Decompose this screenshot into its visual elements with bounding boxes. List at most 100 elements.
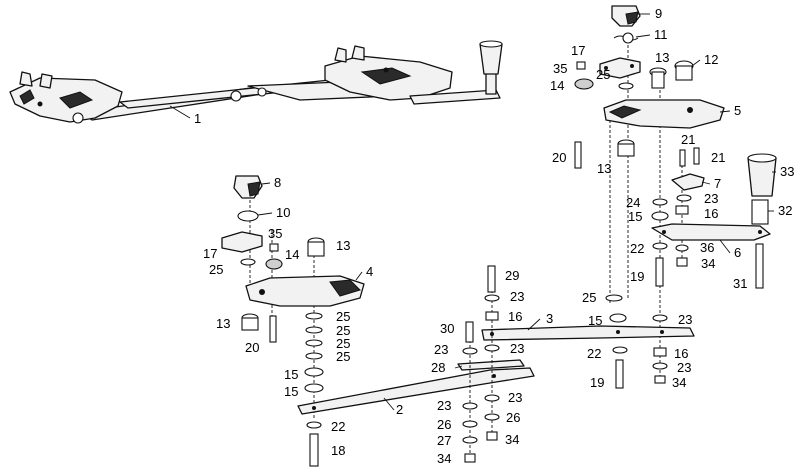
- part-13-bushing-left-lower: [241, 317, 259, 331]
- assembled-bolt-c: [72, 112, 84, 124]
- callout-11: 11: [654, 27, 668, 42]
- callout-23g: 23: [508, 390, 522, 405]
- part-12-cap-body: [675, 65, 693, 81]
- part-23-washer-c5: [462, 402, 478, 410]
- part-33-knob-top: [747, 153, 777, 163]
- part-3-hole-c: [660, 330, 664, 334]
- part-23-washer-c4: [484, 394, 500, 402]
- part-26-washer-c2: [462, 420, 478, 428]
- leader-7: [701, 181, 711, 185]
- part-15-washer-l1: [304, 367, 324, 377]
- callout-12: 12: [704, 52, 718, 67]
- callout-22b: 22: [587, 346, 601, 361]
- leader-6: [719, 239, 731, 254]
- part-5-hole: [687, 107, 693, 113]
- part-35-nut-left: [269, 243, 279, 252]
- part-36-washer: [675, 244, 689, 252]
- part-16-bushing-r2: [653, 347, 667, 357]
- callout-35b: 35: [268, 226, 282, 241]
- callout-19b: 19: [590, 375, 604, 390]
- part-2-hole-b: [492, 374, 496, 378]
- part-28-link: [457, 359, 525, 371]
- part-5-bracket-shade: [608, 105, 642, 119]
- leader-12: [691, 59, 701, 67]
- part-19-bolt-r1: [655, 257, 664, 287]
- leader-3: [527, 318, 541, 331]
- callout-21a: 21: [681, 132, 695, 147]
- callout-5: 5: [734, 103, 741, 118]
- callout-23c: 23: [677, 360, 691, 375]
- callout-24: 24: [626, 195, 640, 210]
- callout-15b: 15: [588, 313, 602, 328]
- assembled-left-bracket-hub: [59, 91, 94, 109]
- assembled-bolt-b: [257, 87, 267, 97]
- callout-23h: 23: [437, 398, 451, 413]
- callout-23d: 23: [510, 289, 524, 304]
- callout-36: 36: [700, 240, 714, 255]
- callout-23b: 23: [678, 312, 692, 327]
- callout-34d: 34: [437, 451, 451, 466]
- callout-34a: 34: [701, 256, 715, 271]
- part-3-hole-b: [616, 330, 620, 334]
- leader-2: [383, 397, 395, 411]
- part-4-bracket-shade: [329, 279, 361, 297]
- callout-16c: 16: [674, 346, 688, 361]
- callout-2: 2: [396, 402, 403, 417]
- callout-23e: 23: [510, 341, 524, 356]
- part-3-hole-a: [490, 332, 494, 336]
- part-35-nut-right: [576, 61, 586, 70]
- part-13-bushing-body: [651, 71, 665, 89]
- callout-25c: 25: [336, 309, 350, 324]
- part-20-pin-right: [574, 141, 582, 169]
- callout-7: 7: [714, 176, 721, 191]
- part-25-washer-l5: [305, 352, 323, 360]
- callout-16b: 16: [508, 309, 522, 324]
- part-33-knob: [747, 157, 777, 197]
- part-16-bushing-c: [485, 311, 499, 321]
- callout-32: 32: [778, 203, 792, 218]
- callout-8: 8: [274, 175, 281, 190]
- part-2-bar: [297, 367, 535, 415]
- callout-13a: 13: [655, 50, 669, 65]
- callout-25a: 25: [596, 67, 610, 82]
- leader-11: [635, 34, 651, 38]
- part-22-washer-l: [306, 421, 322, 429]
- callout-16a: 16: [704, 206, 718, 221]
- leader-1: [169, 105, 191, 119]
- assembled-lever-arm: [409, 89, 501, 105]
- part-4-hole: [259, 289, 265, 295]
- part-34-nut-c1: [486, 431, 498, 441]
- callout-13b: 13: [597, 161, 611, 176]
- callout-34c: 34: [505, 432, 519, 447]
- callout-18: 18: [331, 443, 345, 458]
- callout-25e: 25: [336, 336, 350, 351]
- part-25-washer-l2: [305, 312, 323, 320]
- callout-25d: 25: [336, 323, 350, 338]
- assembled-left-grip-b: [39, 73, 53, 89]
- left-center-assembly: [221, 175, 365, 467]
- part-23-washer-c2: [484, 344, 500, 352]
- callout-19a: 19: [630, 269, 644, 284]
- leader-5: [719, 110, 731, 113]
- callout-29: 29: [505, 268, 519, 283]
- callout-15d: 15: [284, 384, 298, 399]
- callout-17b: 17: [203, 246, 217, 261]
- callout-26b: 26: [437, 417, 451, 432]
- part-3-bar: [481, 325, 695, 341]
- part-21-screw-b: [693, 147, 700, 165]
- part-6-hole-b: [758, 230, 762, 234]
- part-13-bushing-lower: [617, 143, 635, 157]
- assembled-left-grip-a: [19, 71, 33, 87]
- part-30-bolt: [465, 321, 474, 343]
- part-15-washer-r1: [651, 211, 669, 221]
- part-17-plate-left: [221, 231, 263, 253]
- assembled-knob: [479, 43, 503, 75]
- part-14-collar-left: [265, 258, 283, 270]
- part-6-hole-a: [662, 230, 666, 234]
- callout-15c: 15: [284, 367, 298, 382]
- part-23-washer-r2: [652, 314, 668, 322]
- callout-14a: 14: [550, 78, 564, 93]
- callout-13d: 13: [216, 316, 230, 331]
